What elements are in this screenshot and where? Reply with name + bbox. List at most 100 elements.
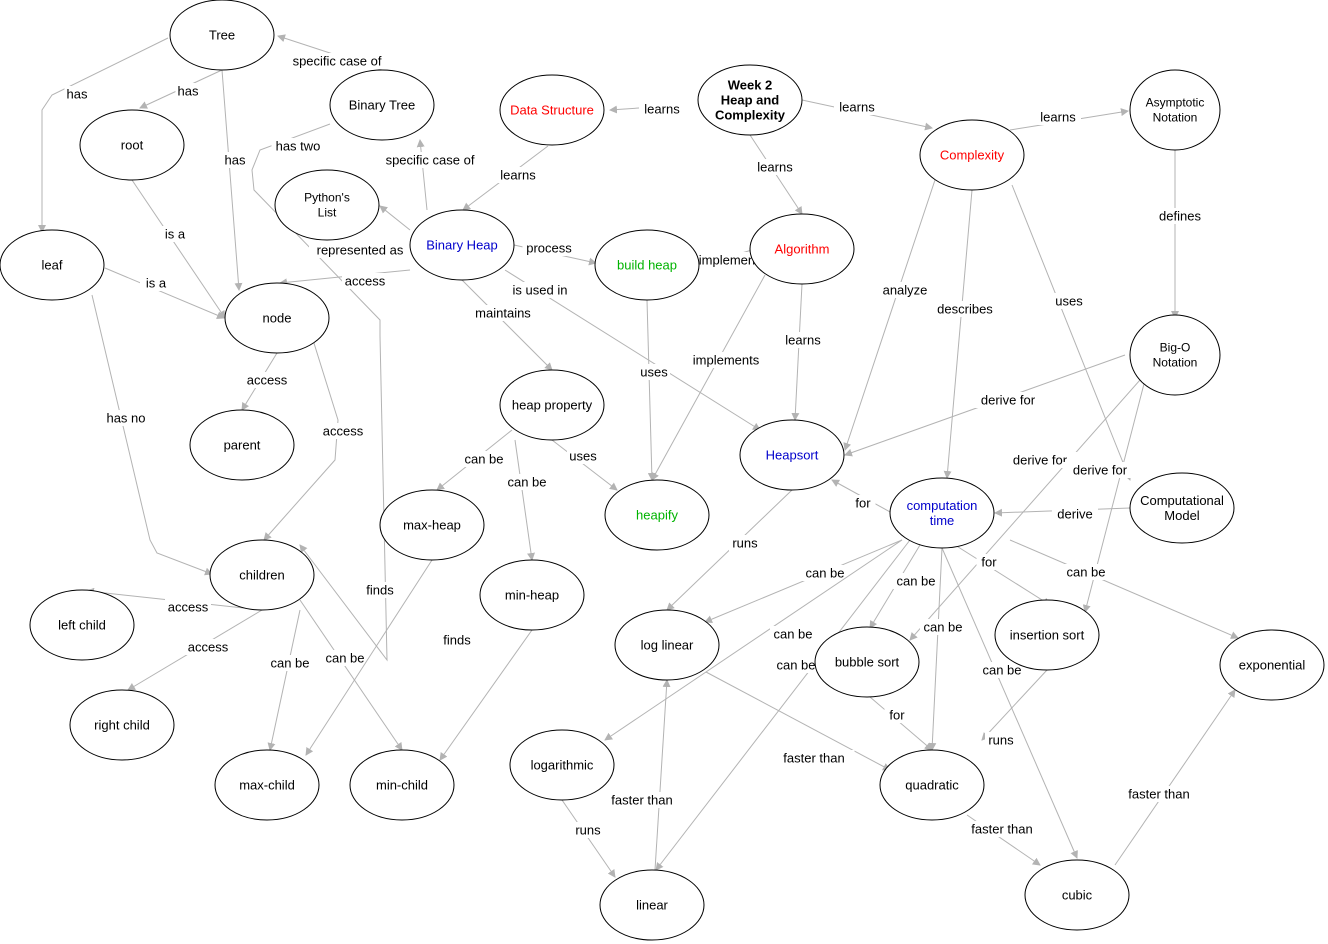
concept-node-root[interactable]: root <box>79 109 185 181</box>
edge-line <box>38 37 169 233</box>
concept-node-linear[interactable]: linear <box>599 869 705 941</box>
node-label: logarithmic <box>531 758 594 773</box>
edge-label-background <box>159 226 191 242</box>
concept-node-log-linear[interactable]: log linear <box>614 609 720 681</box>
edge-label-background <box>1053 293 1085 309</box>
edge-is-used-in: is used in <box>503 269 761 431</box>
concept-node-heap-property[interactable]: heap property <box>499 369 605 441</box>
node-ellipse <box>69 689 175 761</box>
node-label: Asymptotic <box>1146 96 1205 110</box>
edge-label: finds <box>366 583 394 598</box>
concept-node-min-heap[interactable]: min-heap <box>479 559 585 631</box>
node-label: Algorithm <box>775 242 830 257</box>
edge-label-background <box>773 657 819 673</box>
node-ellipse <box>274 169 380 241</box>
node-label: Python's <box>304 191 350 205</box>
edge-label: specific case of <box>293 54 382 69</box>
concept-node-quadratic[interactable]: quadratic <box>879 749 985 821</box>
edge-label-background <box>267 655 313 671</box>
edge-label: has <box>178 84 199 99</box>
edge-line <box>561 799 616 878</box>
node-label: max-heap <box>403 518 461 533</box>
concept-node-parent[interactable]: parent <box>189 409 295 481</box>
edge-label-background <box>639 101 685 117</box>
concept-node-algorithm[interactable]: Algorithm <box>749 213 855 285</box>
edge-label: uses <box>1055 294 1083 309</box>
node-ellipse <box>79 109 185 181</box>
node-label: heapify <box>636 508 678 523</box>
concept-node-right-child[interactable]: right child <box>69 689 175 761</box>
concept-node-children[interactable]: children <box>209 539 315 611</box>
concept-node-exponential[interactable]: exponential <box>1219 629 1325 701</box>
concept-node-max-child[interactable]: max-child <box>214 749 320 821</box>
concept-node-max-heap[interactable]: max-heap <box>379 489 485 561</box>
node-ellipse <box>0 229 105 301</box>
concept-node-data-structure[interactable]: Data Structure <box>499 74 605 146</box>
edge-label: can be <box>773 627 812 642</box>
edge-has: has <box>221 69 248 291</box>
edge-label-background <box>920 619 966 635</box>
edge-label: describes <box>937 302 993 317</box>
edge-label-background <box>729 535 761 551</box>
edge-analyze: analyze <box>843 179 936 451</box>
concept-node-node[interactable]: node <box>224 282 330 354</box>
concept-node-cubic[interactable]: cubic <box>1024 859 1130 931</box>
concept-node-left-child[interactable]: left child <box>29 589 135 661</box>
edge-label-background <box>175 83 201 99</box>
edge-faster-than: faster than <box>961 814 1043 866</box>
node-label: Tree <box>209 28 235 43</box>
concept-node-build-heap[interactable]: build heap <box>594 229 700 301</box>
concept-node-tree[interactable]: Tree <box>169 0 275 71</box>
concept-node-binary-tree[interactable]: Binary Tree <box>329 69 435 141</box>
edge-label: derive <box>1057 507 1092 522</box>
node-ellipse <box>499 74 605 146</box>
node-ellipse <box>749 213 855 285</box>
node-ellipse <box>409 209 515 281</box>
edge-label-background <box>1052 506 1098 522</box>
concept-node-complexity[interactable]: Complexity <box>919 119 1025 191</box>
edge-label-background <box>495 167 541 183</box>
edge-derive-for: derive for <box>1063 379 1146 613</box>
edge-label: faster than <box>971 822 1032 837</box>
edge-faster-than: faster than <box>601 679 683 871</box>
concept-node-binary-heap[interactable]: Binary Heap <box>409 209 515 281</box>
edge-label: derive for <box>1073 463 1128 478</box>
edge-faster-than: faster than <box>1114 689 1236 866</box>
edge-label: learns <box>1040 110 1076 125</box>
concept-node-heapsort[interactable]: Heapsort <box>739 419 845 491</box>
concept-node-min-child[interactable]: min-child <box>349 749 455 821</box>
edge-uses: uses <box>1011 184 1132 481</box>
node-label: Binary Tree <box>349 98 415 113</box>
edge-label: for <box>855 496 871 511</box>
edge-is-a: is a <box>131 179 226 319</box>
concept-node-leaf[interactable]: leaf <box>0 229 105 301</box>
edge-for: for <box>831 479 893 514</box>
concept-node-bubble-sort[interactable]: bubble sort <box>814 626 920 698</box>
edge-runs: runs <box>561 799 616 878</box>
edge-faster-than: faster than <box>705 671 891 771</box>
concept-node-insertion-sort[interactable]: insertion sort <box>994 599 1100 671</box>
edge-label: can be <box>464 452 503 467</box>
edge-for: for <box>869 696 933 751</box>
edge-label-background <box>878 282 932 298</box>
edge-label-background <box>850 495 876 511</box>
node-label: bubble sort <box>835 655 900 670</box>
edge-line <box>299 599 403 751</box>
node-ellipse <box>814 626 920 698</box>
edge-line <box>954 544 1051 606</box>
concept-node-heapify[interactable]: heapify <box>604 479 710 551</box>
edge-access: access <box>127 609 263 691</box>
edge-label-background <box>802 565 848 581</box>
edge-learns: learns <box>462 145 549 211</box>
edge-line <box>379 205 411 231</box>
edge-label-background <box>770 626 816 642</box>
concept-node-logarithmic[interactable]: logarithmic <box>509 729 615 801</box>
node-label: node <box>263 311 292 326</box>
